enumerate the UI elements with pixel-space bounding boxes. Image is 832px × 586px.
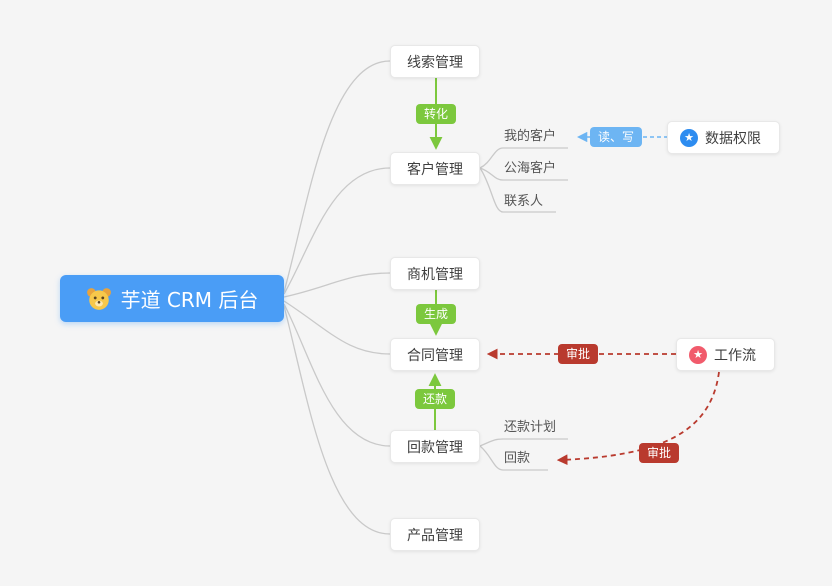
node-business-management[interactable]: 商机管理	[390, 257, 480, 290]
child-node-my-customer[interactable]: 我的客户	[504, 129, 557, 144]
connector-receivable-repayment-plan	[479, 438, 568, 447]
edge-label-generate[interactable]: 生成	[415, 304, 457, 324]
connector-root-contract	[283, 300, 391, 355]
connector-root-product	[283, 305, 391, 535]
child-node-repayment-plan[interactable]: 还款计划	[504, 420, 557, 435]
arrow-workflow-to-receipt	[556, 371, 720, 466]
root-node-crm-backend[interactable]: 芋道 CRM 后台	[60, 275, 284, 322]
node-contract-management[interactable]: 合同管理	[390, 338, 480, 371]
edge-label-convert[interactable]: 转化	[415, 104, 457, 124]
node-label: 产品管理	[407, 527, 463, 544]
star-icon: ★	[689, 345, 707, 364]
root-node-label: 芋道 CRM 后台	[120, 288, 259, 312]
connector-receivable-receipt	[479, 445, 548, 471]
edge-label-approve-contract[interactable]: 审批	[557, 344, 599, 364]
dog-icon	[86, 286, 112, 312]
connector-customer-contact	[479, 167, 556, 213]
connector-customer-public-customer	[479, 167, 568, 181]
node-label: 合同管理	[407, 347, 463, 364]
node-receivable-management[interactable]: 回款管理	[390, 430, 480, 463]
node-label: 客户管理	[407, 161, 463, 178]
child-node-public-customer[interactable]: 公海客户	[504, 161, 557, 176]
connector-root-receivable	[283, 303, 391, 447]
connector-root-customer	[283, 167, 391, 295]
child-node-contact[interactable]: 联系人	[504, 194, 544, 209]
node-customer-management[interactable]: 客户管理	[390, 152, 480, 185]
connector-customer-my-customer	[479, 147, 568, 169]
node-data-permission[interactable]: ★ 数据权限	[667, 121, 780, 154]
node-label: 线索管理	[407, 54, 463, 71]
child-node-receipt[interactable]: 回款	[504, 451, 531, 466]
node-product-management[interactable]: 产品管理	[390, 518, 480, 551]
connector-root-leads	[283, 60, 391, 293]
connector-root-business	[283, 272, 391, 298]
node-label: 回款管理	[407, 439, 463, 456]
node-workflow[interactable]: ★ 工作流	[676, 338, 775, 371]
edge-label-read-write[interactable]: 读、写	[589, 127, 643, 147]
node-leads-management[interactable]: 线索管理	[390, 45, 480, 78]
node-label: 数据权限	[705, 130, 761, 147]
star-icon: ★	[680, 128, 698, 147]
edge-label-repay[interactable]: 还款	[414, 389, 456, 409]
node-label: 工作流	[714, 347, 756, 364]
node-label: 商机管理	[407, 266, 463, 283]
edge-label-approve-receipt[interactable]: 审批	[638, 443, 680, 463]
